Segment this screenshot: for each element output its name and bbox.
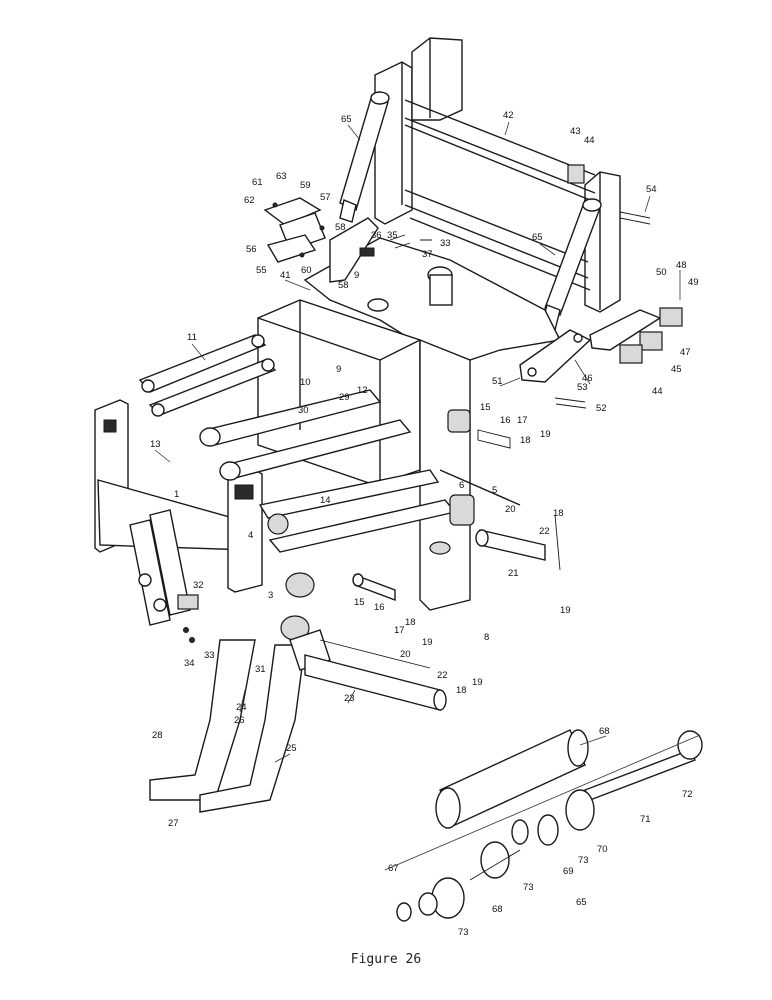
callout-47: 47 [680, 347, 691, 358]
callout-56: 56 [246, 244, 257, 255]
callout-19c: 19 [422, 637, 433, 648]
callout-18c: 18 [405, 617, 416, 628]
callout-5: 5 [492, 485, 497, 496]
bracket-small-parts [263, 197, 432, 263]
callout-45: 45 [671, 364, 682, 375]
callout-19d: 19 [472, 677, 483, 688]
callout-17b: 17 [394, 625, 405, 636]
callout-30: 30 [298, 405, 309, 416]
callout-68b: 68 [492, 904, 503, 915]
lift-cylinders [339, 91, 602, 331]
callout-58a: 58 [335, 222, 346, 233]
callout-36: 36 [371, 230, 382, 241]
callout-18b: 18 [553, 508, 564, 519]
callout-19a: 19 [540, 429, 551, 440]
callout-46: 46 [582, 373, 593, 384]
callout-1: 1 [174, 489, 179, 500]
callout-55: 55 [256, 265, 267, 276]
bushings-and-pins [352, 409, 561, 602]
callout-49: 49 [688, 277, 699, 288]
callout-34: 34 [184, 658, 195, 669]
callout-52: 52 [596, 403, 607, 414]
callout-14: 14 [320, 495, 331, 506]
upper-link-arms [138, 334, 277, 417]
callout-62: 62 [244, 195, 255, 206]
callout-22b: 22 [437, 670, 448, 681]
callout-20b: 20 [400, 649, 411, 660]
callout-21: 21 [508, 568, 519, 579]
callout-53: 53 [577, 382, 588, 393]
callout-32: 32 [193, 580, 204, 591]
callout-15a: 15 [480, 402, 491, 413]
callout-73b: 73 [523, 882, 534, 893]
callout-63: 63 [276, 171, 287, 182]
callout-60: 60 [301, 265, 312, 276]
callout-11: 11 [187, 332, 197, 343]
callout-labels: 1 3 4 5 6 8 9 9 10 11 12 13 14 15 15 16 … [150, 110, 699, 938]
callout-41: 41 [280, 270, 291, 281]
callout-73a: 73 [578, 855, 589, 866]
callout-25: 25 [286, 743, 297, 754]
callout-73c: 73 [458, 927, 469, 938]
callout-35: 35 [387, 230, 398, 241]
link-plates [519, 307, 683, 409]
callout-8: 8 [484, 632, 489, 643]
callout-20a: 20 [505, 504, 516, 515]
callout-22a: 22 [539, 526, 550, 537]
callout-50: 50 [656, 267, 667, 278]
callout-9b: 9 [354, 270, 359, 281]
callout-61: 61 [252, 177, 263, 188]
callout-16b: 16 [374, 602, 385, 613]
callout-19b: 19 [560, 605, 571, 616]
callout-26: 26 [234, 715, 245, 726]
callout-57: 57 [320, 192, 331, 203]
callout-58b: 58 [338, 280, 349, 291]
callout-48: 48 [676, 260, 687, 271]
leader-lines [154, 121, 681, 763]
callout-16a: 16 [500, 415, 511, 426]
callout-44a: 44 [584, 135, 595, 146]
callout-42: 42 [503, 110, 514, 121]
cylinder-exploded [384, 729, 703, 922]
callout-72: 72 [682, 789, 693, 800]
callout-29: 29 [339, 392, 350, 403]
callout-33a: 33 [440, 238, 451, 249]
callout-12: 12 [357, 385, 368, 396]
callout-33b: 33 [204, 650, 215, 661]
callout-67: 67 [388, 863, 399, 874]
callout-27: 27 [168, 818, 179, 829]
figure-caption: Figure 26 [350, 952, 422, 967]
callout-13: 13 [150, 439, 161, 450]
callout-18a: 18 [520, 435, 531, 446]
callout-10: 10 [300, 377, 311, 388]
callout-68a: 68 [599, 726, 610, 737]
callout-6: 6 [459, 480, 464, 491]
callout-37: 37 [422, 249, 433, 260]
callout-23: 23 [344, 693, 355, 704]
callout-4: 4 [248, 530, 253, 541]
callout-59: 59 [300, 180, 311, 191]
callout-65a: 65 [341, 114, 352, 125]
callout-54: 54 [646, 184, 657, 195]
callout-69: 69 [563, 866, 574, 877]
callout-9a: 9 [336, 364, 341, 375]
lower-fork-arms [149, 629, 447, 813]
callout-70: 70 [597, 844, 608, 855]
callout-71: 71 [640, 814, 651, 825]
callout-18d: 18 [456, 685, 467, 696]
callout-28: 28 [152, 730, 163, 741]
callout-65c: 65 [576, 897, 587, 908]
callout-3: 3 [268, 590, 273, 601]
callout-17a: 17 [517, 415, 528, 426]
callout-51: 51 [492, 376, 503, 387]
callout-43: 43 [570, 126, 581, 137]
callout-31: 31 [255, 664, 266, 675]
callout-65b: 65 [532, 232, 543, 243]
callout-44b: 44 [652, 386, 663, 397]
callout-15b: 15 [354, 597, 365, 608]
swing-bracket [303, 217, 562, 361]
lower-left-hinge [129, 509, 199, 643]
mast-frame [374, 37, 651, 313]
